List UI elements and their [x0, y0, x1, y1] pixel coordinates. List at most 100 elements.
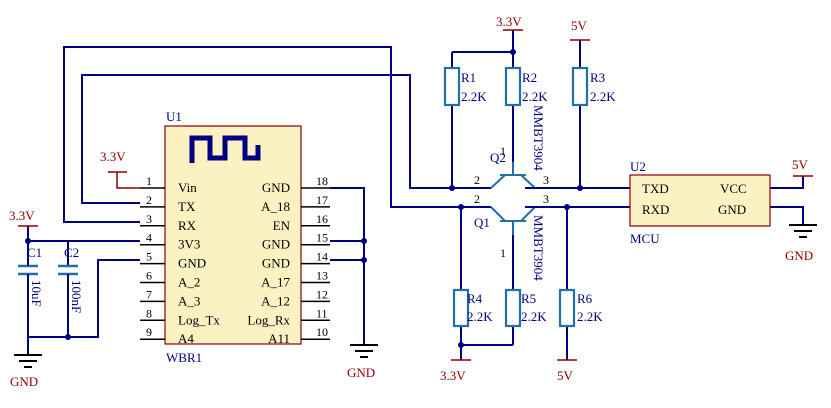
u1-pin-label-right-15: GND — [262, 237, 290, 252]
q1-designator: Q1 — [474, 215, 490, 230]
r6-value: 2.2K — [577, 309, 603, 324]
r1-value: 2.2K — [461, 89, 487, 104]
u1-pin-number-left-1: 1 — [146, 174, 152, 188]
q1-pin-emitter: 2 — [474, 192, 480, 206]
q1-part: MMBT3904 — [531, 215, 546, 281]
r5-value: 2.2K — [521, 309, 547, 324]
u1-pin-number-right-13: 13 — [316, 269, 328, 283]
u1-pin-label-left-2: TX — [178, 199, 196, 214]
r4-designator: R4 — [467, 291, 483, 306]
u1-pin-number-left-8: 8 — [146, 306, 152, 320]
c1-value: 10uF — [29, 280, 44, 307]
c1-capacitor-symbol — [18, 264, 38, 276]
u1-pin-label-right-16: EN — [273, 218, 291, 233]
r3-value: 2.2K — [590, 89, 616, 104]
q2-npn-symbol — [490, 162, 536, 189]
gnd-u1-label: GND — [347, 365, 375, 380]
u1-right-pins: 18GND17A_1816EN15GND14GND13A_1712A_1211L… — [247, 174, 330, 346]
gnd-caps-label: GND — [10, 374, 38, 389]
u1-pin-number-right-16: 16 — [316, 212, 328, 226]
top-power: 3.3V 5V — [496, 14, 590, 41]
resistors: R1 2.2K R2 2.2K R3 2.2K R4 2.2K R5 2.2K … — [443, 66, 616, 328]
u1-pin-label-left-8: Log_Tx — [178, 312, 220, 327]
wifi-module-logo-icon — [189, 135, 261, 163]
r2-designator: R2 — [522, 70, 537, 85]
u1-pin-label-left-9: A4 — [178, 331, 194, 346]
r3-designator: R3 — [590, 70, 605, 85]
u2-name: MCU — [630, 231, 660, 246]
u1-vin-power-label: 3.3V — [100, 149, 126, 164]
q2-transistor: Q2 MMBT3904 1 2 3 — [452, 105, 549, 189]
r6-resistor-symbol — [558, 288, 576, 328]
u1-pin-label-right-13: A_17 — [261, 275, 290, 290]
u2-pin-txd: TXD — [642, 181, 669, 196]
r4-resistor-symbol — [452, 288, 470, 328]
u1-pin-number-right-11: 11 — [316, 306, 328, 320]
r3-5v-label: 5V — [571, 18, 588, 33]
u1-pin-label-left-1: Vin — [178, 180, 197, 195]
q1-pin-collector: 3 — [543, 192, 549, 206]
q1-transistor: Q1 MMBT3904 1 2 3 — [461, 192, 549, 281]
r4-value: 2.2K — [467, 309, 493, 324]
q2-3v3-label: 3.3V — [496, 14, 522, 29]
u1-pin-number-left-2: 2 — [146, 193, 152, 207]
u2-designator: U2 — [630, 159, 646, 174]
u1-pin-number-left-4: 4 — [146, 231, 152, 245]
u2-pin-vcc: VCC — [720, 181, 747, 196]
u1-pin-label-right-11: Log_Rx — [247, 312, 290, 327]
u2-mcu: U2 TXD RXD VCC GND MCU 5V GND — [629, 157, 817, 263]
u1-pin-number-left-9: 9 — [146, 325, 152, 339]
u1-pin-label-right-17: A_18 — [261, 199, 290, 214]
bottom-5v-label: 5V — [557, 368, 574, 383]
u1-pin-label-left-3: RX — [178, 218, 197, 233]
u1-pin-label-left-5: GND — [178, 256, 206, 271]
gnd-caps-symbol — [14, 354, 42, 368]
u2-pin-gnd: GND — [718, 202, 746, 217]
q2-part: MMBT3904 — [531, 105, 546, 171]
q1-pin-base: 1 — [500, 246, 506, 260]
caps-3v3-label: 3.3V — [9, 208, 35, 223]
u1-pin-label-left-7: A_3 — [178, 293, 200, 308]
r5-resistor-symbol — [504, 288, 522, 328]
gnd-u2-symbol — [789, 224, 817, 238]
q2-pin-collector: 3 — [543, 173, 549, 187]
r1-designator: R1 — [461, 70, 476, 85]
q1-npn-symbol — [490, 206, 536, 235]
u1-pin-number-left-7: 7 — [146, 287, 152, 301]
r1-resistor-symbol — [443, 66, 461, 107]
gnd-u2-label: GND — [785, 248, 813, 263]
u2-5v-label: 5V — [792, 157, 809, 172]
r3-resistor-symbol — [571, 66, 589, 107]
r2-value: 2.2K — [522, 89, 548, 104]
u2-body — [629, 174, 771, 227]
u1-pin-label-right-10: A11 — [268, 331, 290, 346]
r2-resistor-symbol — [504, 66, 522, 107]
u1-pin-number-right-15: 15 — [316, 231, 328, 245]
u1-pin-label-right-12: A_12 — [261, 293, 290, 308]
r6-designator: R6 — [577, 291, 593, 306]
u1-pin-number-right-12: 12 — [316, 287, 328, 301]
q2-designator: Q2 — [490, 150, 506, 165]
gnd-u1-symbol — [350, 344, 378, 358]
q2-pin-emitter: 2 — [474, 173, 480, 187]
u1-designator: U1 — [166, 109, 182, 124]
c1-designator: C1 — [27, 245, 42, 260]
capacitors: 3.3V C1 10uF C2 100nF GND — [9, 208, 84, 389]
u1-body — [164, 125, 302, 345]
net-wires — [27, 30, 804, 360]
r5-designator: R5 — [521, 291, 536, 306]
u1-name: WBR1 — [166, 350, 202, 365]
u1-pin-number-right-18: 18 — [316, 174, 328, 188]
u1-pin-label-left-4: 3V3 — [178, 237, 200, 252]
bottom-power: 3.3V 5V — [440, 359, 577, 383]
u1-pin-label-left-6: A_2 — [178, 275, 200, 290]
junction-dots — [25, 49, 583, 348]
u1-pin-number-left-5: 5 — [146, 250, 152, 264]
c2-capacitor-symbol — [58, 264, 78, 276]
c2-value: 100nF — [69, 280, 84, 313]
c2-designator: C2 — [64, 245, 79, 260]
u1-pin-number-left-6: 6 — [146, 269, 152, 283]
bottom-3v3-label: 3.3V — [440, 368, 466, 383]
